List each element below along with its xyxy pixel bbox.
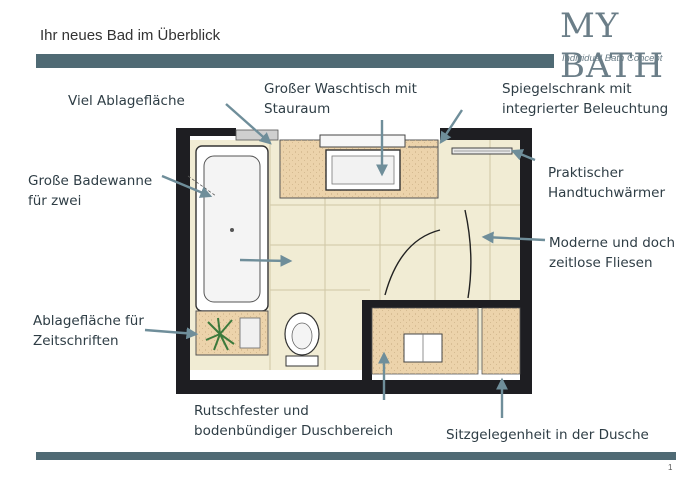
label-ablage: Viel Ablagefläche — [68, 93, 185, 109]
label-fliesen: Moderne und doch zeitlose Fliesen — [549, 235, 676, 271]
vanity-counter — [235, 129, 439, 199]
label-handtuchwaermer: Praktischer Handtuchwärmer — [548, 165, 666, 201]
logo: MY BATH Individual Bath Concept — [556, 4, 688, 86]
shower-area — [362, 300, 528, 384]
page-title: Ihr neues Bad im Überblick — [40, 27, 221, 44]
footer-band — [36, 452, 676, 460]
toilet — [284, 312, 320, 367]
label-sitzgelegenheit: Sitzgelegenheit in der Dusche — [446, 427, 649, 443]
header-band — [36, 54, 554, 68]
towel-warmer — [451, 147, 513, 155]
walls — [176, 128, 532, 394]
label-zeitschriften: Ablagefläche für Zeitschriften — [33, 313, 144, 349]
door-swing — [384, 209, 472, 299]
logo-tagline: Individual Bath Concept — [562, 53, 663, 64]
label-badewanne: Große Badewanne für zwei — [28, 173, 153, 209]
label-waschtisch: Großer Waschtisch mit Stauraum — [264, 81, 417, 117]
logo-wordmark: MY BATH — [560, 6, 665, 86]
label-spiegelschrank: Spiegelschrank mit integrierter Beleucht… — [502, 81, 669, 117]
callout-arrows — [144, 103, 546, 418]
label-duschbereich: Rutschfester und bodenbündiger Duschbere… — [194, 403, 394, 439]
magazine-shelf — [195, 310, 269, 356]
bathtub — [187, 145, 269, 312]
plant-icon — [205, 317, 235, 351]
page-number: 1 — [668, 463, 673, 472]
